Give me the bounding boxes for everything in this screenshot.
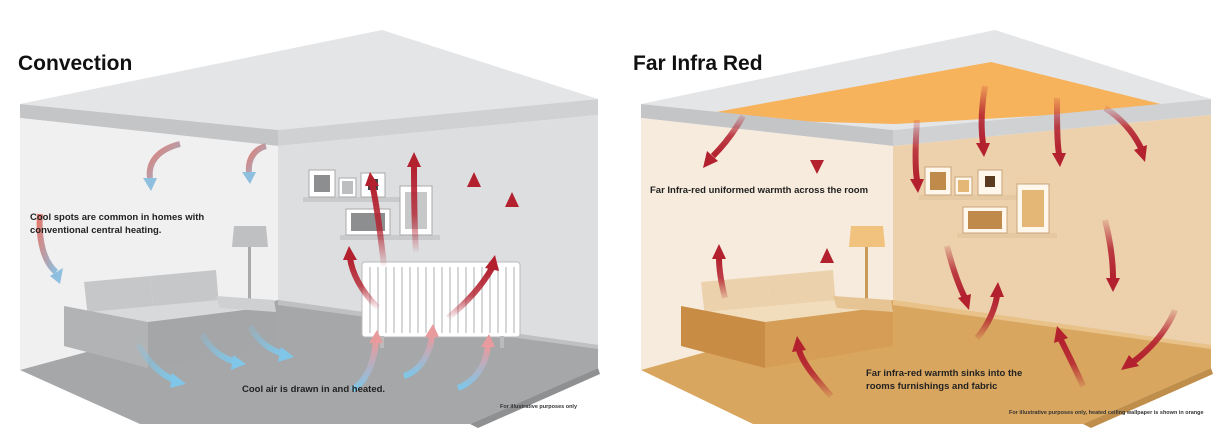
warm-convection-arrows xyxy=(343,152,519,321)
far-infrared-room-illustration xyxy=(641,30,1213,428)
uniform-warmth-caption: Far Infra-red uniformed warmth across th… xyxy=(650,185,869,196)
convection-panel: Convection Cool spots are common in home… xyxy=(0,0,612,430)
fir-picture-frames xyxy=(924,166,1050,234)
lower-shelf xyxy=(340,235,440,240)
sofa xyxy=(64,270,276,368)
convection-footnote: For illustrative purposes only xyxy=(500,404,578,410)
fir-sofa xyxy=(681,270,893,368)
fir-upper-shelf xyxy=(919,195,1017,200)
convection-title: Convection xyxy=(18,52,133,75)
ceiling xyxy=(20,30,598,130)
far-infrared-title: Far Infra Red xyxy=(633,52,763,75)
cool-spot-arrows xyxy=(36,141,268,284)
heated-ceiling xyxy=(683,62,1177,124)
cool-spots-caption: Cool spots are common in homes with conv… xyxy=(30,212,205,236)
fir-up-arrows xyxy=(712,244,1086,398)
cool-air-arrows xyxy=(135,324,294,388)
fir-back-wall xyxy=(893,115,1211,345)
fir-down-arrows xyxy=(703,85,1178,370)
rising-cool-arrows xyxy=(350,324,495,393)
upper-shelf xyxy=(303,197,401,202)
fir-lower-shelf xyxy=(957,233,1057,238)
cool-air-caption: Cool air is drawn in and heated. xyxy=(242,384,386,395)
warmth-sinks-caption: Far infra-red warmth sinks into the room… xyxy=(866,368,1023,392)
far-infrared-panel: Far Infra Red Far Infra-red uniformed wa… xyxy=(613,0,1225,430)
far-infrared-footnote: For illustrative purposes only, heated c… xyxy=(1009,410,1204,416)
radiator xyxy=(361,261,521,348)
convection-room-illustration xyxy=(20,30,600,428)
